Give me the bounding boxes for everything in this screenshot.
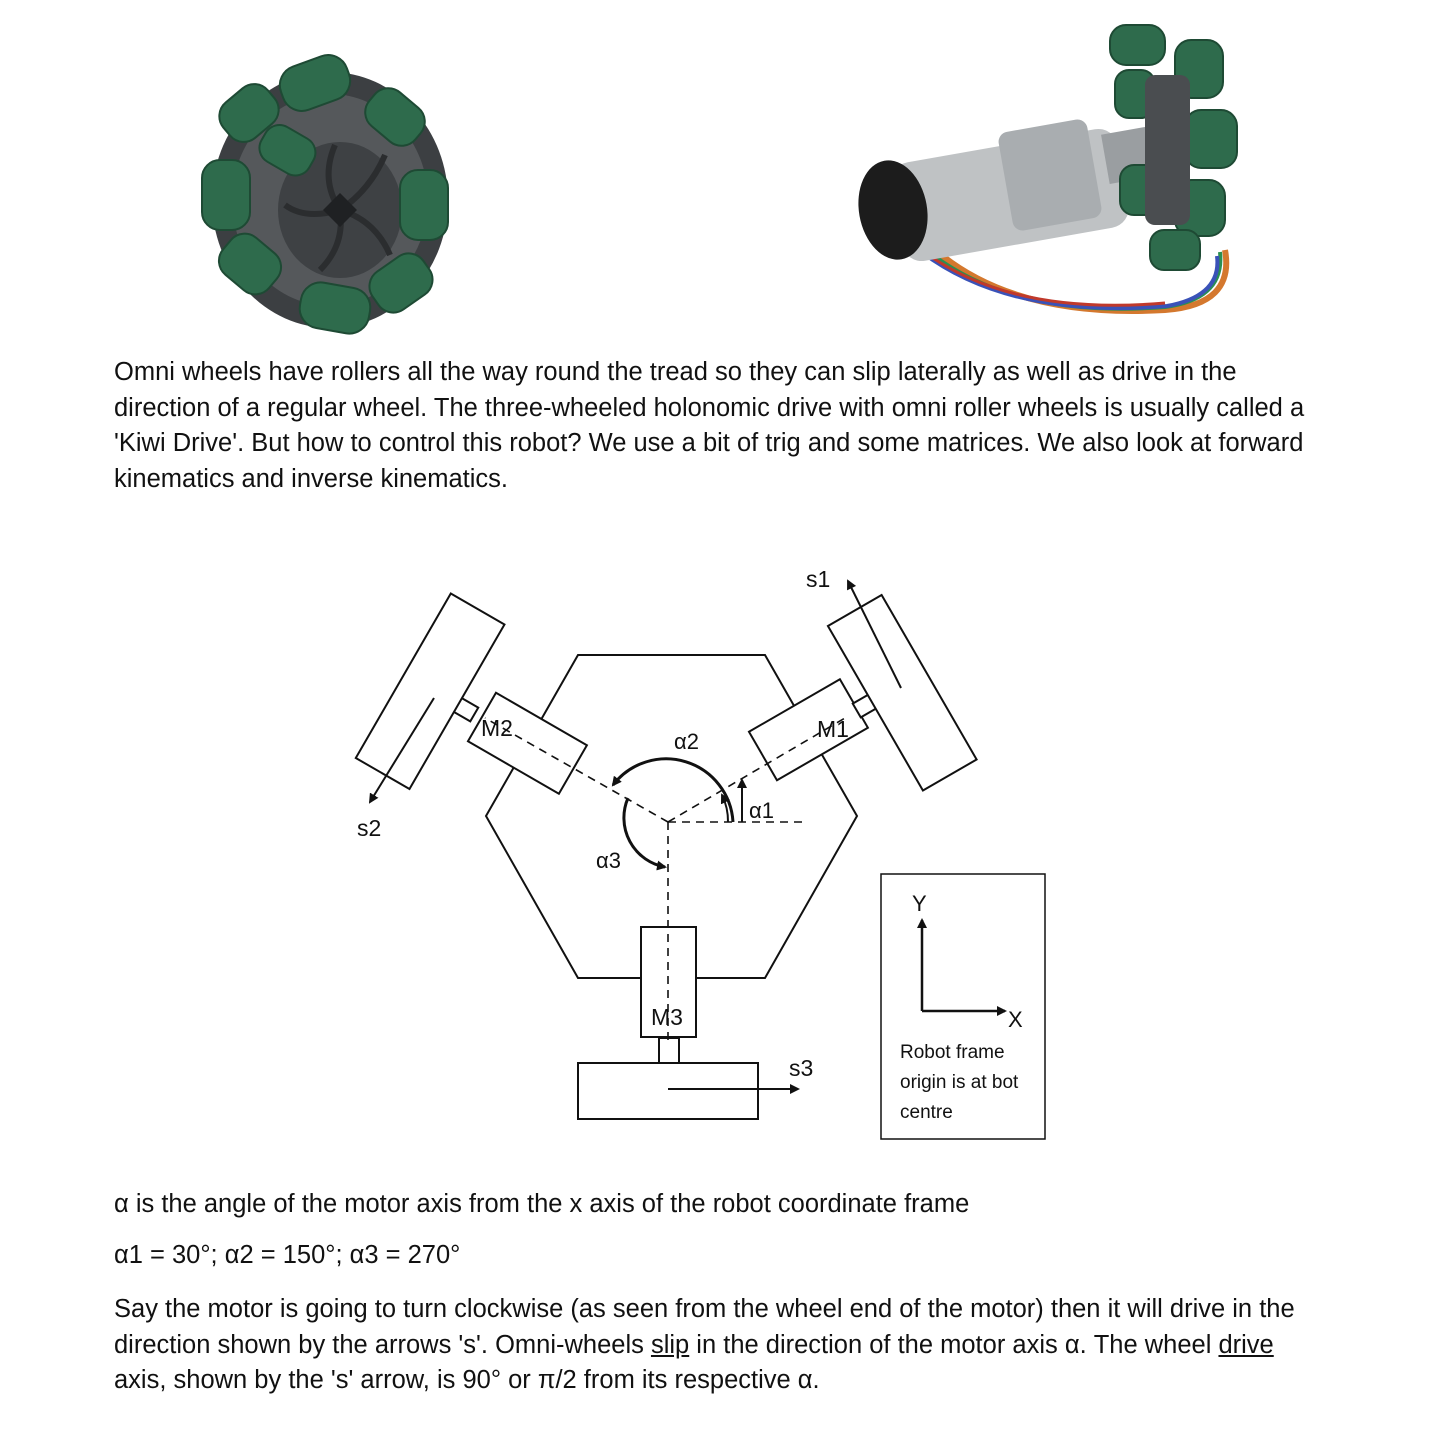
drive-word: drive [1218,1330,1274,1359]
s2-arrow [368,697,435,804]
alpha-values: α1 = 30°; α2 = 150°; α3 = 270° [114,1241,461,1269]
frame-caption-line1: Robot frame [900,1042,1005,1063]
omni-wheel-motor-photo [858,24,1238,314]
robot-frame-legend: Y X Robot frame origin is at bot centre [880,873,1046,1140]
m2-label: M2 [481,715,513,741]
wheel-2 [354,592,506,791]
wheel-1 [826,593,978,792]
alpha1-label: α1 [749,798,774,823]
kiwi-drive-diagram: s1 s2 s3 M1 M2 M3 α1 α2 α3 Y X Robot fra… [354,566,1046,1140]
intro-paragraph: Omni wheels have rollers all the way rou… [114,358,1305,493]
x-axis-label: X [1008,1007,1023,1032]
alpha1-arc [720,793,730,823]
alpha3-arc [622,797,667,871]
explanation-paragraph: Say the motor is going to turn clockwise… [114,1292,1329,1399]
alpha3-label: α3 [596,848,621,873]
explanation-text-2: in the direction of the motor axis α. Th… [689,1330,1219,1359]
s3-label: s3 [789,1055,813,1081]
slip-word: slip [650,1330,690,1359]
m3-label: M3 [651,1004,683,1030]
motor-axes [484,717,846,1040]
alpha2-label: α2 [674,729,699,754]
s1-arrow [847,579,902,689]
s2-label: s2 [357,815,381,841]
explanation-text-1: Say the motor is going to turn clockwise… [114,1295,1295,1359]
omni-wheel-photo [201,54,449,335]
m1-label: M1 [817,716,849,742]
frame-caption-line3: centre [900,1102,953,1123]
wheel-3 [577,1062,759,1120]
robot-body-hexagon [484,654,859,979]
frame-caption-line2: origin is at bot [900,1072,1019,1093]
s1-label: s1 [806,566,830,592]
alpha2-arc [611,757,735,823]
y-axis-label: Y [912,891,927,916]
explanation-text-3: axis, shown by the 's' arrow, is 90° or … [114,1366,820,1394]
alpha-definition: α is the angle of the motor axis from th… [114,1190,970,1218]
motor-m2 [446,691,589,796]
